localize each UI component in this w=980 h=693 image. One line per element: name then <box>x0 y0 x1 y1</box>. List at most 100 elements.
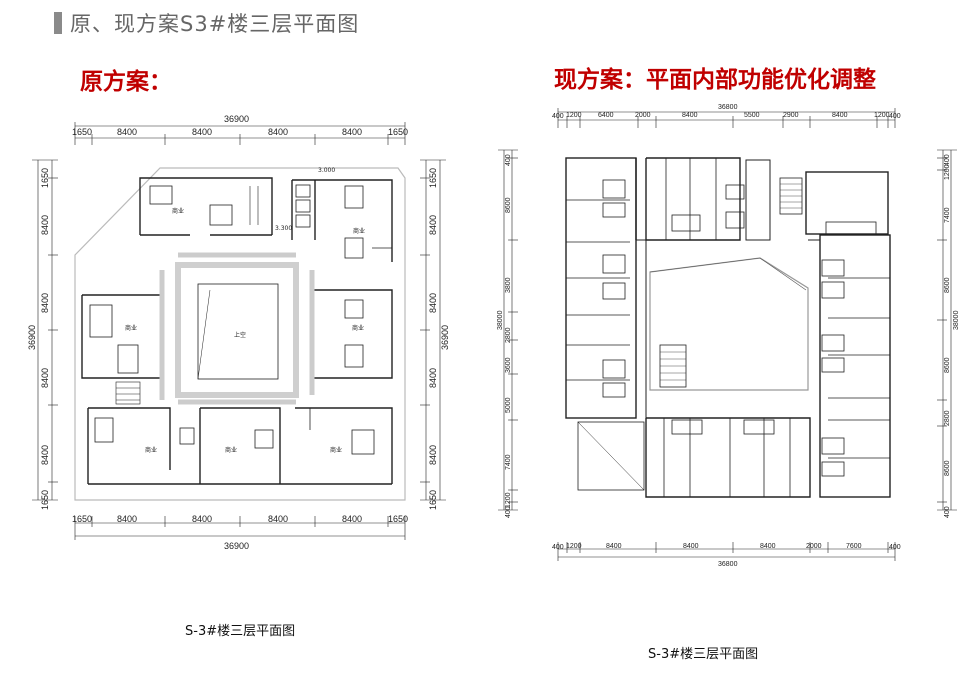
current-bottom-dim-6: 2000 <box>806 543 822 550</box>
original-room-label-2: 商业 <box>353 227 365 235</box>
original-room-label-7: 商业 <box>330 446 342 454</box>
current-bottom-dim-5: 8400 <box>760 543 776 550</box>
current-top-dim-9: 1200 <box>874 112 890 119</box>
current-left-dim-7: 7400 <box>505 454 512 470</box>
current-left-dim-5: 3600 <box>505 357 512 373</box>
original-left-dim-2: 8400 <box>40 215 50 235</box>
current-top-dim-3: 6400 <box>598 112 614 119</box>
current-right-dim-1: 400 <box>944 154 951 166</box>
current-top-dim-7: 2900 <box>783 112 799 119</box>
page-title: 原、现方案S3#楼三层平面图 <box>70 12 360 36</box>
current-top-dim-8: 8400 <box>832 112 848 119</box>
current-top-dim-2: 1200 <box>566 112 582 119</box>
original-plan-caption: S-3#楼三层平面图 <box>185 624 296 639</box>
current-right-dim-3: 7400 <box>944 207 951 223</box>
original-bottom-dim-3: 8400 <box>192 514 212 524</box>
current-left-dim-4: 2800 <box>505 327 512 343</box>
original-top-dim-5: 8400 <box>342 127 362 137</box>
current-right-dimensions <box>937 149 957 511</box>
page-title-bar: 原、现方案S3#楼三层平面图 <box>54 8 359 38</box>
title-marker <box>54 12 62 34</box>
current-top-dim-6: 5500 <box>744 112 760 119</box>
original-bottom-dim-4: 8400 <box>268 514 288 524</box>
current-left-dim-3: 3800 <box>505 277 512 293</box>
original-room-label-3: 商业 <box>125 324 137 332</box>
current-left-dim-6: 5000 <box>505 397 512 413</box>
current-top-dim-4: 2000 <box>635 112 651 119</box>
current-right-dim-2: 1200 <box>944 164 951 180</box>
original-top-dim-2: 8400 <box>117 127 137 137</box>
original-right-dim-5: 8400 <box>428 445 438 465</box>
original-top-dim-4: 8400 <box>268 127 288 137</box>
original-top-dim-3: 8400 <box>192 127 212 137</box>
original-bottom-dim-1: 1650 <box>72 514 92 524</box>
original-shop-middle-right <box>311 289 393 379</box>
original-top-dimensions <box>74 122 406 145</box>
current-bottom-dim-8: 400 <box>889 544 901 551</box>
original-dimension-texts: 36900 1650 8400 8400 8400 8400 1650 1650… <box>27 114 450 551</box>
original-left-dim-1: 1650 <box>40 168 50 188</box>
current-top-dim-5: 8400 <box>682 112 698 119</box>
original-right-dim-6: 1650 <box>428 490 438 510</box>
current-right-dim-6: 2800 <box>944 410 951 426</box>
current-left-total: 38000 <box>497 310 504 330</box>
original-top-total: 36900 <box>224 114 249 124</box>
original-right-dim-4: 8400 <box>428 368 438 388</box>
original-room-label-4: 商业 <box>352 324 364 332</box>
current-scheme-heading: 现方案：平面内部功能优化调整 <box>554 67 876 93</box>
current-left-dim-1: 400 <box>505 154 512 166</box>
original-left-dimensions <box>32 159 58 501</box>
current-floor-plan <box>498 108 957 561</box>
original-room-label-atrium: 上空 <box>234 331 246 339</box>
current-left-dim-9: 400 <box>505 506 512 518</box>
current-bottom-dim-4: 8400 <box>683 543 699 550</box>
original-corridors <box>159 252 315 405</box>
current-bottom-dim-1: 400 <box>552 544 564 551</box>
current-dimension-texts: 36800 400 1200 6400 2000 8400 5500 2900 … <box>497 104 960 568</box>
original-bottom-dimensions <box>74 516 406 540</box>
original-top-dim-1: 1650 <box>72 127 92 137</box>
current-left-dim-8: 1200 <box>505 492 512 508</box>
original-scheme-heading: 原方案： <box>80 69 172 95</box>
original-left-total: 36900 <box>27 325 37 350</box>
current-left-dimensions <box>498 149 518 511</box>
current-bottom-dimensions <box>557 542 896 561</box>
current-plan-caption: S-3#楼三层平面图 <box>648 647 759 662</box>
current-top-dim-10: 400 <box>889 113 901 120</box>
original-right-dim-2: 8400 <box>428 215 438 235</box>
current-right-total: 38000 <box>953 310 960 330</box>
current-top-total: 36800 <box>718 104 738 111</box>
current-left-wing <box>565 157 637 419</box>
original-room-label-1: 商业 <box>172 207 184 215</box>
original-bottom-total: 36900 <box>224 541 249 551</box>
original-right-dim-1: 1650 <box>428 168 438 188</box>
original-shop-middle-left <box>81 294 163 405</box>
original-bottom-dim-5: 8400 <box>342 514 362 524</box>
original-level-mark-2: 3.300 <box>275 225 292 232</box>
original-atrium <box>175 262 299 398</box>
original-room-label-5: 商业 <box>145 446 157 454</box>
current-top-middle <box>645 157 803 241</box>
current-bottom-total: 36800 <box>718 561 738 568</box>
original-left-dim-4: 8400 <box>40 368 50 388</box>
current-right-dim-8: 400 <box>944 506 951 518</box>
current-atrium <box>649 257 809 391</box>
current-right-dim-4: 8600 <box>944 277 951 293</box>
current-bottom-rooms <box>577 417 811 498</box>
original-top-dim-6: 1650 <box>388 127 408 137</box>
original-shop-top-left <box>139 177 273 236</box>
original-floor-plan: 商业 商业 商业 商业 商业 商业 商业 上空 3.000 3.300 <box>32 122 446 540</box>
original-right-dimensions <box>420 159 446 501</box>
current-bottom-dim-3: 8400 <box>606 543 622 550</box>
original-slab-outline <box>74 167 406 501</box>
original-room-label-6: 商业 <box>225 446 237 454</box>
current-bottom-dim-2: 1200 <box>566 543 582 550</box>
original-level-mark-1: 3.000 <box>318 167 335 174</box>
current-right-dim-5: 8600 <box>944 357 951 373</box>
current-right-dim-7: 8600 <box>944 460 951 476</box>
original-right-dim-3: 8400 <box>428 293 438 313</box>
original-shops-bottom <box>87 407 393 485</box>
original-bottom-dim-6: 1650 <box>388 514 408 524</box>
current-left-dim-2: 8600 <box>505 197 512 213</box>
